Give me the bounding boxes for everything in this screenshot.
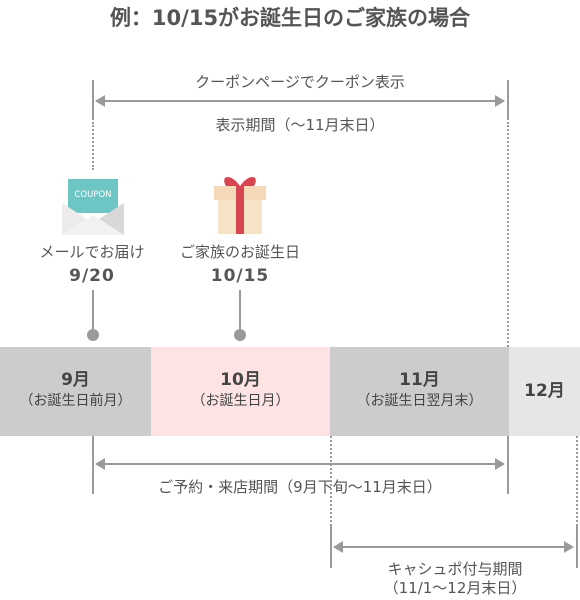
- mail-delivery-label: メールでお届け: [39, 243, 145, 261]
- reservation-period-label: ご予約・来店期間（9月下旬〜11月末日）: [158, 478, 442, 496]
- diagram-title: 例：10/15がお誕生日のご家族の場合: [109, 6, 471, 30]
- month-december: 12月: [509, 347, 580, 436]
- coupon-period-end-tick: [507, 80, 509, 120]
- month-note: （お誕生日翌月末）: [356, 393, 483, 409]
- cashback-period-start-tick: [330, 526, 332, 568]
- birthday-pin-dot: [234, 329, 246, 341]
- coupon-envelope-icon: COUPON: [60, 175, 126, 237]
- month-october: 10月 （お誕生日月）: [151, 347, 330, 436]
- coupon-period-arrow-left: [95, 95, 105, 107]
- cashback-period-end-guide-line: [576, 436, 578, 526]
- cashback-period-arrow-right: [564, 541, 574, 553]
- birthday-label: ご家族のお誕生日: [179, 243, 300, 261]
- mail-delivery-pin-dot: [87, 329, 99, 341]
- month-label: 12月: [524, 381, 565, 401]
- coupon-period-arrow-right: [495, 95, 505, 107]
- cashback-period-start-guide-line: [330, 436, 332, 526]
- cashback-period-sublabel: （11/1〜12月末日）: [383, 579, 527, 597]
- birthday-pin-line: [239, 290, 241, 338]
- coupon-label: COUPON: [74, 190, 111, 200]
- month-label: 9月: [61, 370, 90, 390]
- coupon-period-sublabel: 表示期間（〜11月末日）: [215, 116, 385, 134]
- reservation-period-arrow-left: [95, 458, 105, 470]
- cashback-period-end-tick: [576, 526, 578, 568]
- cashback-period-arrow-left: [333, 541, 343, 553]
- month-note: （お誕生日月）: [191, 393, 290, 409]
- reservation-period-end-tick: [507, 436, 509, 494]
- coupon-period-start-tick: [92, 80, 94, 120]
- coupon-period-label: クーポンページでクーポン表示: [195, 73, 405, 91]
- coupon-period-guide-line: [92, 122, 94, 170]
- reservation-period-arrow-line: [96, 463, 504, 465]
- coupon-period-arrow-line: [96, 100, 504, 102]
- month-note: （お誕生日前月）: [19, 393, 132, 409]
- birthday-date: 10/15: [210, 266, 270, 286]
- reservation-period-start-tick: [92, 436, 94, 494]
- mail-delivery-date: 9/20: [69, 266, 115, 286]
- month-label: 11月: [399, 370, 440, 390]
- cashback-period-label: キャシュポ付与期間: [387, 560, 523, 578]
- month-label: 10月: [220, 370, 261, 390]
- month-september: 9月 （お誕生日前月）: [0, 347, 151, 436]
- reservation-period-arrow-right: [495, 458, 505, 470]
- mail-delivery-pin-line: [92, 290, 94, 338]
- month-november: 11月 （お誕生日翌月末）: [330, 347, 509, 436]
- gift-box-icon: [210, 172, 270, 238]
- coupon-period-end-guide-line: [507, 122, 509, 347]
- cashback-period-arrow-line: [334, 546, 572, 548]
